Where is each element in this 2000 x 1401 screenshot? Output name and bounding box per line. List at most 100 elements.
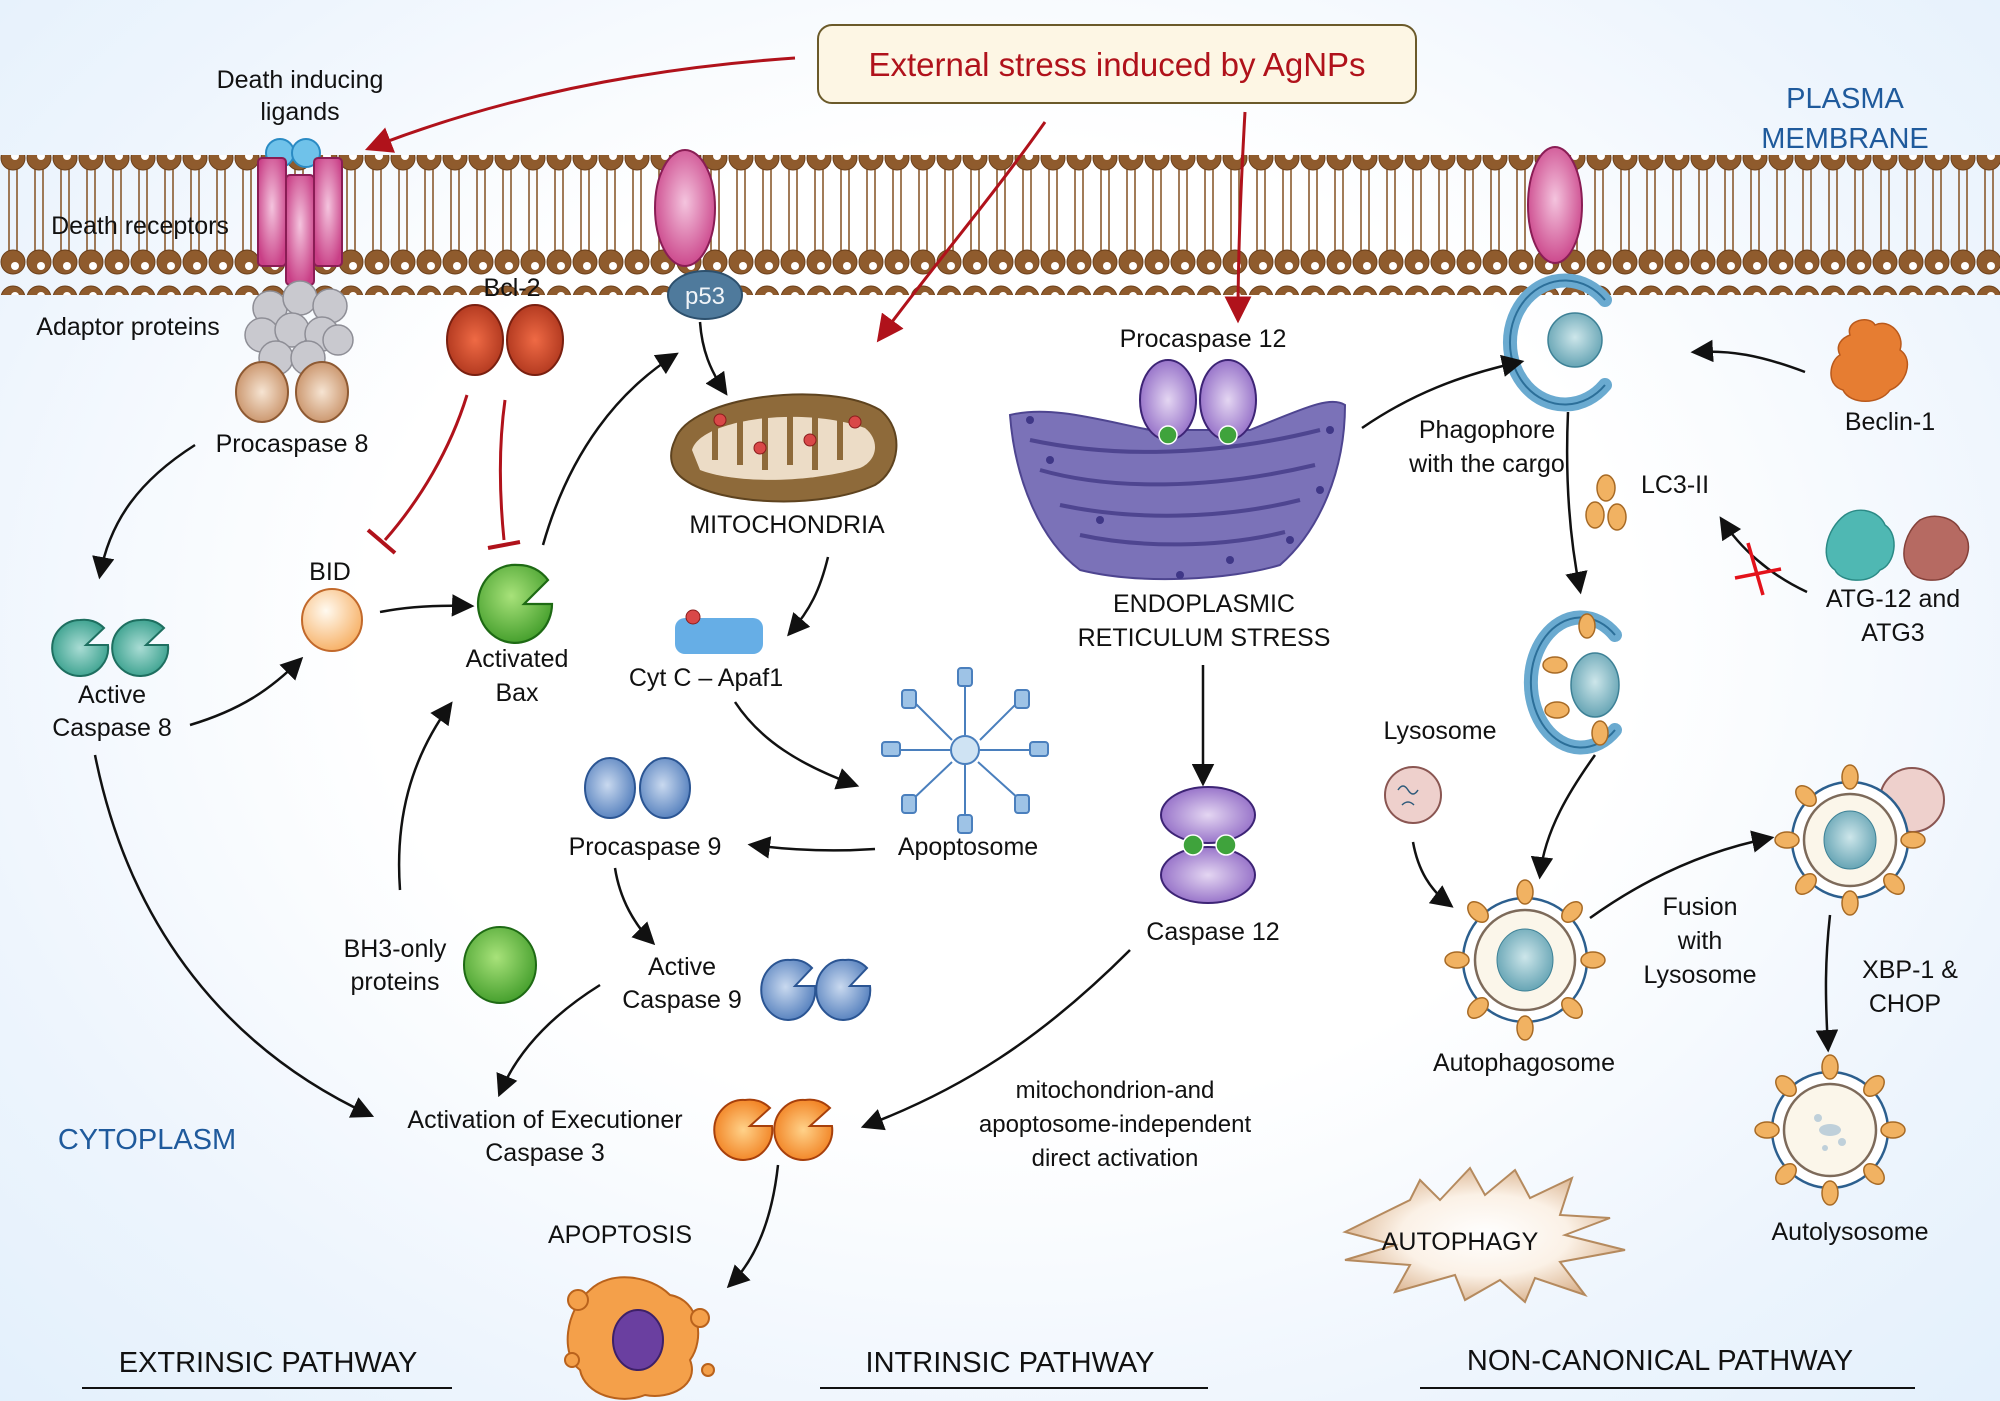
arrow-active8-to-bid <box>189 656 304 727</box>
p53-label: p53 <box>685 283 725 310</box>
arrow-fused-to-autolysosome <box>1815 914 1839 1053</box>
stress-box: External stress induced by AgNPs <box>817 24 1417 104</box>
bcl2-label: Bcl-2 <box>484 274 541 302</box>
cytc-apaf1-icon <box>675 609 763 654</box>
plasma-membrane-label-1: PLASMA <box>1786 83 1904 115</box>
er-stress-label-2: RETICULUM STRESS <box>1078 624 1331 652</box>
death-receptors-label: Death receptors <box>51 212 229 240</box>
bh3-label-2: proteins <box>351 968 440 996</box>
intrinsic-title: INTRINSIC PATHWAY <box>866 1347 1155 1379</box>
activated-bax-icon <box>476 563 554 644</box>
apoptosome-icon <box>881 667 1049 834</box>
executioner-label-2: Caspase 3 <box>485 1139 605 1167</box>
autophagosome-icon <box>1444 879 1606 1041</box>
arrow-lysosome-to-autophagosome <box>1411 841 1454 908</box>
noncanonical-title: NON-CANONICAL PATHWAY <box>1467 1345 1853 1377</box>
arrow-cytc-to-apoptosome <box>733 701 860 790</box>
bid-label: BID <box>309 558 351 586</box>
xbp-label-1: XBP-1 & <box>1862 956 1958 984</box>
mitochondria-icon <box>670 393 898 503</box>
stress-arrow-to-er <box>1224 111 1252 324</box>
lysosome-label: Lysosome <box>1383 717 1496 745</box>
atg-label-2: ATG3 <box>1861 619 1924 647</box>
caspase12-icon <box>1160 786 1256 904</box>
arrow-bid-to-bax <box>379 594 475 617</box>
inhibition-bar-bid <box>366 528 397 555</box>
procaspase12-icon <box>1139 359 1257 445</box>
inhibition-bcl2-to-bid <box>383 394 469 541</box>
arrow-procaspase8-to-active8 <box>92 443 196 580</box>
arrow-caspase3-to-apoptosis <box>726 1164 780 1289</box>
arrow-autophagosome-to-fusion <box>1589 830 1775 920</box>
lc3-icon <box>1585 474 1627 531</box>
direct-activation-label-2: apoptosome-independent <box>979 1111 1252 1138</box>
direct-activation-label-3: direct activation <box>1032 1145 1199 1172</box>
active-caspase9-label-2: Caspase 9 <box>622 986 742 1014</box>
arrow-bax-to-mitochondria <box>541 352 679 546</box>
death-receptor-icon <box>257 157 343 286</box>
p53-icon: p53 <box>667 270 743 320</box>
bid-icon <box>301 588 363 652</box>
autolysosome-label: Autolysosome <box>1771 1218 1928 1246</box>
atg-label-1: ATG-12 and <box>1826 585 1960 613</box>
arrow-bh3-to-bax <box>397 701 453 891</box>
arrow-atg-to-lc3 <box>1719 516 1808 594</box>
adaptor-proteins-label: Adaptor proteins <box>36 313 219 341</box>
apoptosis-label: APOPTOSIS <box>548 1221 692 1249</box>
atg3-icon <box>1903 515 1970 581</box>
arrow-mitochondria-to-cytc <box>787 556 830 637</box>
activated-bax-label-2: Bax <box>495 679 539 707</box>
arrow-phagophore-to-autophagosome <box>1530 754 1597 880</box>
membrane-channel-icon <box>654 149 716 267</box>
death-ligands-label-1: Death inducing <box>217 66 384 94</box>
atg12-icon <box>1825 509 1895 581</box>
bh3-label-1: BH3-only <box>344 935 447 963</box>
extrinsic-title: EXTRINSIC PATHWAY <box>119 1347 418 1379</box>
apoptosome-label: Apoptosome <box>898 833 1038 861</box>
apoptotic-cell-icon <box>564 1276 715 1400</box>
plasma-membrane-label-2: MEMBRANE <box>1761 123 1929 155</box>
lysosome-icon <box>1384 766 1442 824</box>
procaspase12-label: Procaspase 12 <box>1120 325 1287 353</box>
beclin-label: Beclin-1 <box>1845 408 1935 436</box>
direct-activation-label-1: mitochondrion-and <box>1016 1077 1215 1104</box>
active-caspase8-label-1: Active <box>78 681 146 709</box>
er-icon <box>1008 400 1347 581</box>
arrow-beclin-to-phagophore <box>1690 339 1806 374</box>
stress-label: External stress induced by AgNPs <box>868 46 1365 83</box>
arrow-procaspase9-to-active9 <box>613 867 656 946</box>
membrane-channel-icon-right <box>1527 146 1583 264</box>
caspase3-icon <box>713 1098 834 1161</box>
fusion-label-1: Fusion <box>1662 893 1737 921</box>
lc3-label: LC3-II <box>1641 471 1709 499</box>
caspase12-label: Caspase 12 <box>1146 918 1279 946</box>
adaptor-proteins-icon <box>244 280 354 376</box>
arrow-apoptosome-to-procaspase9 <box>747 836 876 859</box>
cytc-label: Cyt C – Apaf1 <box>629 664 783 692</box>
arrow-active9-to-executioner <box>496 983 601 1098</box>
cytoplasm-label: CYTOPLASM <box>58 1124 236 1156</box>
arrow-er-to-phagophore <box>1361 354 1525 430</box>
fusion-label-2: with <box>1677 927 1722 955</box>
autophagy-burst-icon: AUTOPHAGY <box>1342 1166 1626 1304</box>
activated-bax-label-1: Activated <box>466 645 569 673</box>
phagophore-lc3-icon <box>1523 610 1622 755</box>
procaspase9-icon <box>584 757 691 819</box>
inhibition-bar-bax <box>487 540 521 550</box>
fusion-label-3: Lysosome <box>1643 961 1756 989</box>
arrow-phagophore-to-lc3-phagophore <box>1565 411 1588 595</box>
autophagosome-label: Autophagosome <box>1433 1049 1615 1077</box>
executioner-label-1: Activation of Executioner <box>407 1106 682 1134</box>
inhibition-bcl2-to-bax <box>498 399 507 541</box>
active-caspase8-icon <box>51 618 170 677</box>
death-ligand-icon <box>265 138 321 168</box>
fused-vesicle-icon <box>1774 764 1945 916</box>
autolysosome-icon <box>1754 1054 1906 1206</box>
phagophore-label-1: Phagophore <box>1419 416 1555 444</box>
er-stress-label-1: ENDOPLASMIC <box>1113 590 1295 618</box>
active-caspase8-label-2: Caspase 8 <box>52 714 172 742</box>
arrow-p53-to-mitochondria <box>698 321 728 396</box>
procaspase9-label: Procaspase 9 <box>569 833 722 861</box>
death-ligands-label-2: ligands <box>260 98 339 126</box>
